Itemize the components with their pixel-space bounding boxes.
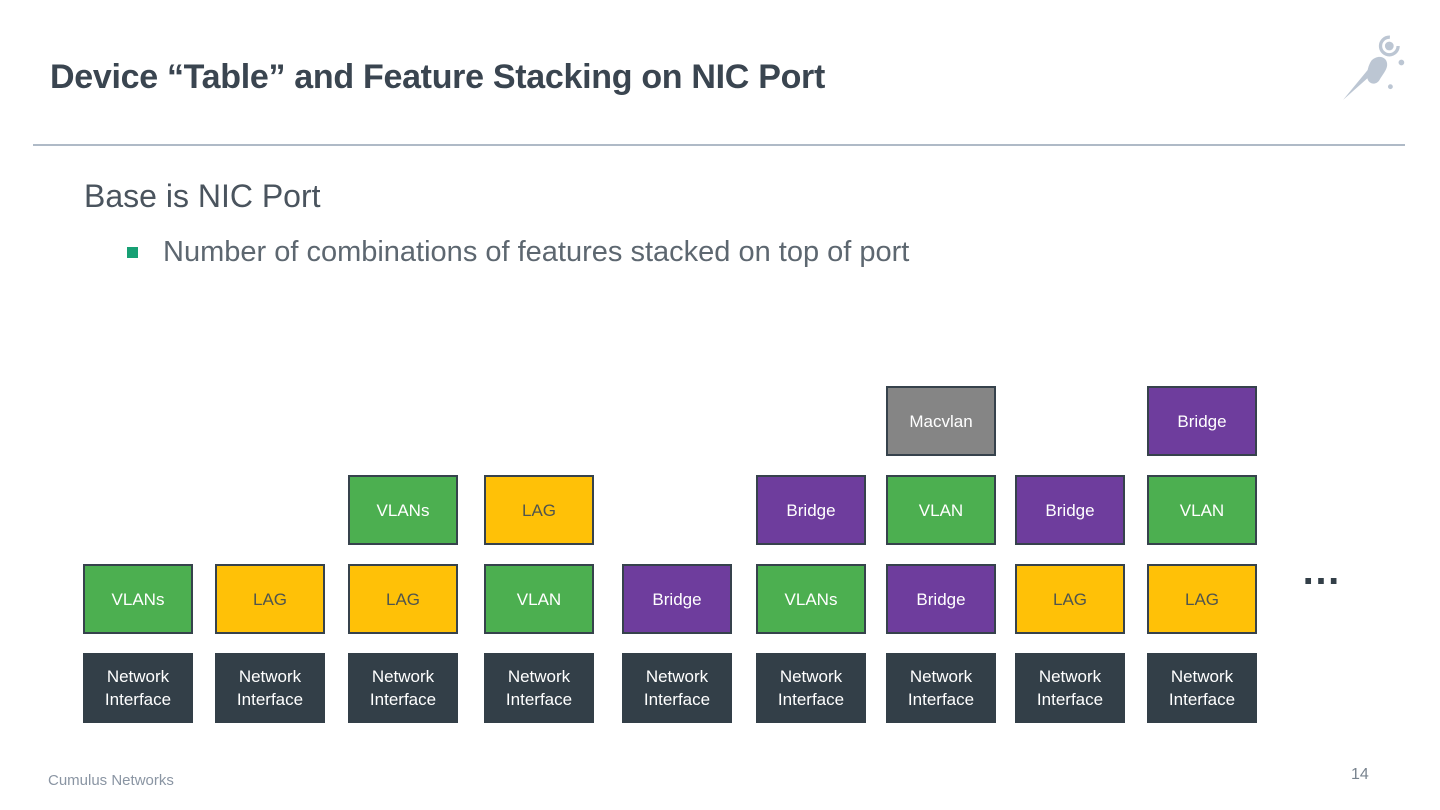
feature-box-lag: LAG (1147, 564, 1257, 634)
stack-column-4: Network Interface VLAN LAG (484, 475, 594, 723)
stack-column-1: Network Interface VLANs (83, 564, 193, 723)
section-heading: Base is NIC Port (84, 178, 321, 214)
title-separator (33, 144, 1405, 146)
stack-column-6: Network Interface VLANs Bridge (756, 475, 866, 723)
bullet-square-icon (127, 247, 138, 258)
feature-box-vlan: VLAN (484, 564, 594, 634)
page-title: Device “Table” and Feature Stacking on N… (50, 58, 826, 96)
feature-box-lag: LAG (1015, 564, 1125, 634)
feature-box-lag: LAG (215, 564, 325, 634)
stack-column-3: Network Interface LAG VLANs (348, 475, 458, 723)
network-interface-box: Network Interface (886, 653, 996, 723)
network-interface-box: Network Interface (1015, 653, 1125, 723)
stack-column-9: Network Interface LAG VLAN Bridge (1147, 386, 1257, 723)
network-interface-box: Network Interface (622, 653, 732, 723)
feature-box-vlans: VLANs (756, 564, 866, 634)
feature-box-lag: LAG (348, 564, 458, 634)
stack-column-7: Network Interface Bridge VLAN Macvlan (886, 386, 996, 723)
bullet-text: Number of combinations of features stack… (163, 236, 910, 268)
network-interface-box: Network Interface (484, 653, 594, 723)
page-number: 14 (1351, 766, 1369, 783)
stack-column-8: Network Interface LAG Bridge (1015, 475, 1125, 723)
network-interface-box: Network Interface (215, 653, 325, 723)
network-interface-box: Network Interface (348, 653, 458, 723)
bullet-item: Number of combinations of features stack… (127, 236, 909, 269)
network-interface-box: Network Interface (756, 653, 866, 723)
feature-box-vlans: VLANs (348, 475, 458, 545)
network-interface-box: Network Interface (1147, 653, 1257, 723)
feature-box-macvlan: Macvlan (886, 386, 996, 456)
footer-brand: Cumulus Networks (48, 772, 174, 789)
stack-column-5: Network Interface Bridge (622, 564, 732, 723)
more-columns-ellipsis: … (1301, 549, 1344, 593)
feature-box-lag: LAG (484, 475, 594, 545)
cumulus-logo-icon (1343, 35, 1405, 100)
stack-column-2: Network Interface LAG (215, 564, 325, 723)
feature-box-bridge: Bridge (1015, 475, 1125, 545)
feature-box-bridge: Bridge (756, 475, 866, 545)
feature-box-bridge: Bridge (886, 564, 996, 634)
feature-box-vlans: VLANs (83, 564, 193, 634)
feature-box-bridge: Bridge (622, 564, 732, 634)
network-interface-box: Network Interface (83, 653, 193, 723)
feature-box-vlan: VLAN (886, 475, 996, 545)
feature-box-vlan: VLAN (1147, 475, 1257, 545)
feature-box-bridge: Bridge (1147, 386, 1257, 456)
